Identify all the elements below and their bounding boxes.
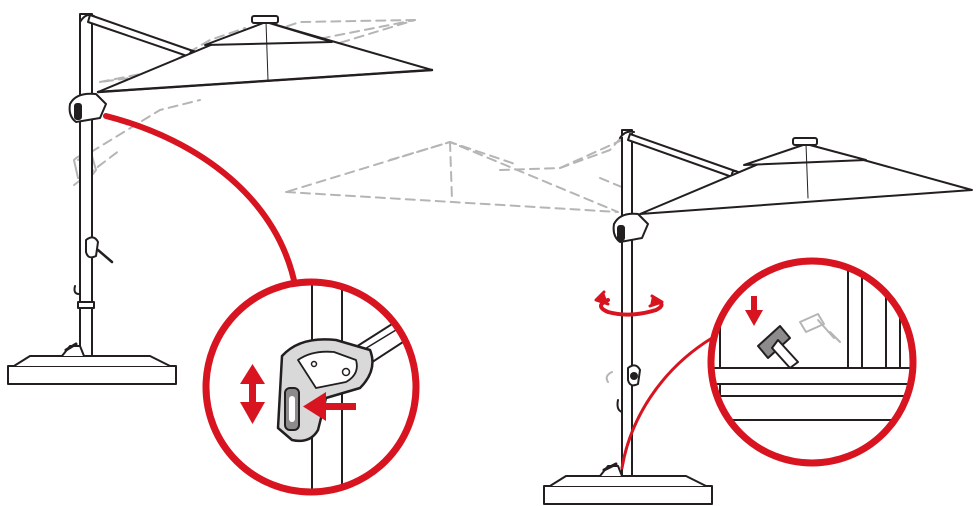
callout-curve-left: [103, 113, 299, 293]
ghost-lock-pin: [799, 313, 841, 343]
ghost-canopy-right: [285, 131, 627, 213]
canopy-right: [639, 137, 973, 215]
base-right: [543, 462, 713, 505]
tilt-handle-right: [612, 212, 649, 243]
crank-left: [85, 236, 114, 264]
base-left: [7, 342, 177, 385]
left-umbrella: [7, 13, 434, 385]
zoom-circle-rotate: [707, 257, 917, 467]
tilt-handle-left: [68, 92, 107, 123]
crank-right: [627, 364, 641, 387]
rotate-arrow-icon: [594, 290, 664, 317]
zoom-circle-tilt: [202, 278, 420, 496]
ghost-crank-right: [605, 371, 613, 383]
lock-pin: [757, 325, 799, 369]
canopy-left: [96, 15, 434, 94]
down-arrow-icon: [745, 296, 763, 326]
up-down-arrow-icon: [240, 364, 265, 424]
hook-right: [616, 399, 623, 413]
arm-left: [87, 14, 197, 59]
right-umbrella: [285, 129, 973, 505]
arm-right: [627, 133, 739, 179]
hook-left: [73, 285, 80, 295]
pole-left: [77, 13, 95, 361]
pole-right: [619, 129, 635, 477]
push-arrow-icon: [303, 392, 356, 421]
callout-curve-right: [620, 336, 714, 470]
